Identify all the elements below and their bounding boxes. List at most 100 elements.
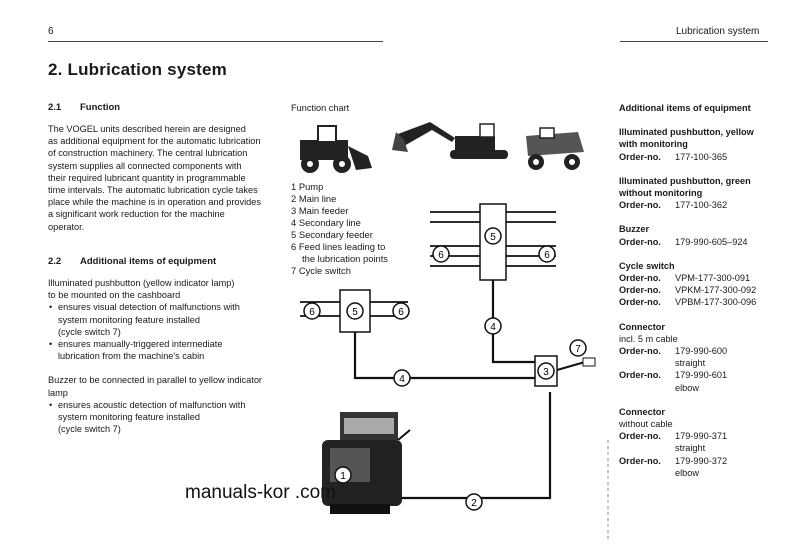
legend-num: 4 [291, 217, 297, 228]
equipment-item: Connector incl. 5 m cable Order-no.179-9… [619, 321, 779, 394]
text-line: ensures visual detection of malfunctions… [58, 302, 240, 313]
order-row: Order-no.179-990-605–924 [619, 236, 779, 248]
section-title: Additional items of equipment [80, 256, 217, 267]
callout-6d: 6 [392, 302, 410, 320]
order-row: Order-no.177-100-365 [619, 151, 779, 163]
callout-3: 3 [537, 362, 555, 380]
page-number: 6 [48, 26, 54, 37]
item-title: Illuminated pushbutton, yellow [619, 127, 754, 138]
callout-4a: 4 [484, 317, 502, 335]
pump-icon [322, 412, 411, 514]
item-title: Connector [619, 321, 665, 332]
text-line: Illuminated pushbutton (yellow indicator… [48, 278, 235, 288]
svg-text:2: 2 [471, 498, 477, 509]
order-row: Order-no.VPM-177-300-091 [619, 272, 779, 284]
legend-item: 7 Cycle switch [291, 265, 388, 277]
item-title: Buzzer [619, 224, 650, 235]
legend-text: Secondary feeder [298, 229, 373, 240]
equipment-item: Cycle switch Order-no.VPM-177-300-091 Or… [619, 260, 779, 309]
legend-item: 4 Secondary line [291, 217, 388, 229]
order-label: Order-no. [619, 455, 661, 466]
text-line: operator. [48, 221, 85, 232]
callout-6c: 6 [303, 302, 321, 320]
text-line: Buzzer to be connected in parallel to ye… [48, 375, 262, 386]
order-row-variant: straight [619, 357, 779, 369]
list-item: ensures acoustic detection of malfunctio… [48, 399, 288, 436]
legend-item: 6 Feed lines leading to [291, 241, 388, 253]
order-label: Order-no. [619, 370, 661, 381]
legend-item-cont: the lubrication points [302, 253, 388, 264]
order-row: Order-no. 179-990-601 [619, 369, 779, 381]
section-number: 2.2 [48, 256, 62, 267]
svg-text:5: 5 [352, 307, 358, 318]
legend-num: 7 [291, 265, 297, 276]
legend-item: 3 Main feeder [291, 205, 388, 217]
svg-text:7: 7 [575, 344, 581, 355]
order-value: 177-100-362 [675, 200, 728, 211]
legend-num: 1 [291, 181, 297, 192]
legend-num: 6 [291, 241, 297, 252]
section-number: 2.1 [48, 102, 62, 113]
callout-4b: 4 [393, 369, 411, 387]
item-title: without monitoring [619, 188, 703, 199]
callout-7: 7 [569, 339, 587, 357]
chart-legend: 1 Pump 2 Main line 3 Main feeder 4 Secon… [291, 181, 388, 277]
callout-5a: 5 [484, 227, 502, 245]
order-value: 179-990-601 [675, 370, 728, 381]
list-item: ensures manually-triggered intermediate … [48, 338, 288, 362]
callouts: 1 2 3 4 4 5 5 6 6 6 6 7 [303, 227, 587, 511]
order-variant: straight [675, 358, 706, 369]
text-line: to be mounted on the cashboard [48, 290, 181, 301]
bullet-list: ensures acoustic detection of malfunctio… [48, 399, 288, 436]
text-line: (cycle switch 7) [58, 424, 121, 435]
legend-text: Secondary line [298, 217, 361, 228]
wheel-loader-icon [300, 125, 372, 173]
legend-item: 5 Secondary feeder [291, 229, 388, 241]
text-line: lubrication from the machine's cabin [58, 351, 205, 362]
svg-text:5: 5 [490, 232, 496, 243]
text-line: system monitoring feature installed [58, 314, 200, 325]
order-label: Order-no. [619, 273, 661, 284]
cycle-switch-line [556, 361, 586, 371]
legend-item: 1 Pump [291, 181, 388, 193]
section-2-1-heading: 2.1 Function [48, 102, 120, 113]
item-title: Illuminated pushbutton, green [619, 175, 751, 186]
order-label: Order-no. [619, 297, 661, 308]
text-line: their required lubricant quantity in pro… [48, 172, 246, 183]
equipment-item: Buzzer Order-no.179-990-605–924 [619, 223, 779, 247]
equipment-item: Illuminated pushbutton, yellow with moni… [619, 126, 779, 163]
callout-6a: 6 [432, 245, 450, 263]
text-line: a significant work reduction for the mac… [48, 209, 225, 220]
svg-text:4: 4 [399, 374, 405, 385]
order-value: 179-990-371 [675, 431, 728, 442]
order-row-variant: straight [619, 442, 779, 454]
legend-text: Feed lines leading to [298, 241, 386, 252]
svg-text:1: 1 [340, 471, 346, 482]
legend-num: 5 [291, 229, 297, 240]
page-title: 2. Lubrication system [48, 60, 227, 79]
legend-text: Main feeder [298, 205, 349, 216]
order-label: Order-no. [619, 346, 661, 357]
order-variant: elbow [675, 382, 700, 393]
text-line: as additional equipment for the automati… [48, 136, 261, 147]
text-line: (cycle switch 7) [58, 326, 121, 337]
equipment-item: Illuminated pushbutton, green without mo… [619, 175, 779, 212]
list-item: ensures visual detection of malfunctions… [48, 301, 288, 338]
order-value: 179-990-600 [675, 346, 728, 357]
order-row: Order-no.179-990-371 [619, 430, 779, 442]
item-title: Cycle switch [619, 260, 675, 271]
svg-text:4: 4 [490, 322, 496, 333]
order-value: VPBM-177-300-096 [675, 297, 757, 308]
callout-2: 2 [465, 493, 483, 511]
text-line: lamp [48, 387, 68, 398]
order-value: 179-990-605–924 [675, 236, 748, 247]
feed-lines [300, 211, 556, 317]
text-line: system supplies all connected components… [48, 160, 242, 171]
item-title: Connector [619, 406, 665, 417]
legend-num: 3 [291, 205, 297, 216]
order-variant: straight [675, 443, 706, 454]
section-title: Function [80, 102, 121, 113]
section-2-2-heading: 2.2 Additional items of equipment [48, 256, 216, 267]
order-row-variant: elbow [619, 467, 779, 479]
order-label: Order-no. [619, 285, 661, 296]
